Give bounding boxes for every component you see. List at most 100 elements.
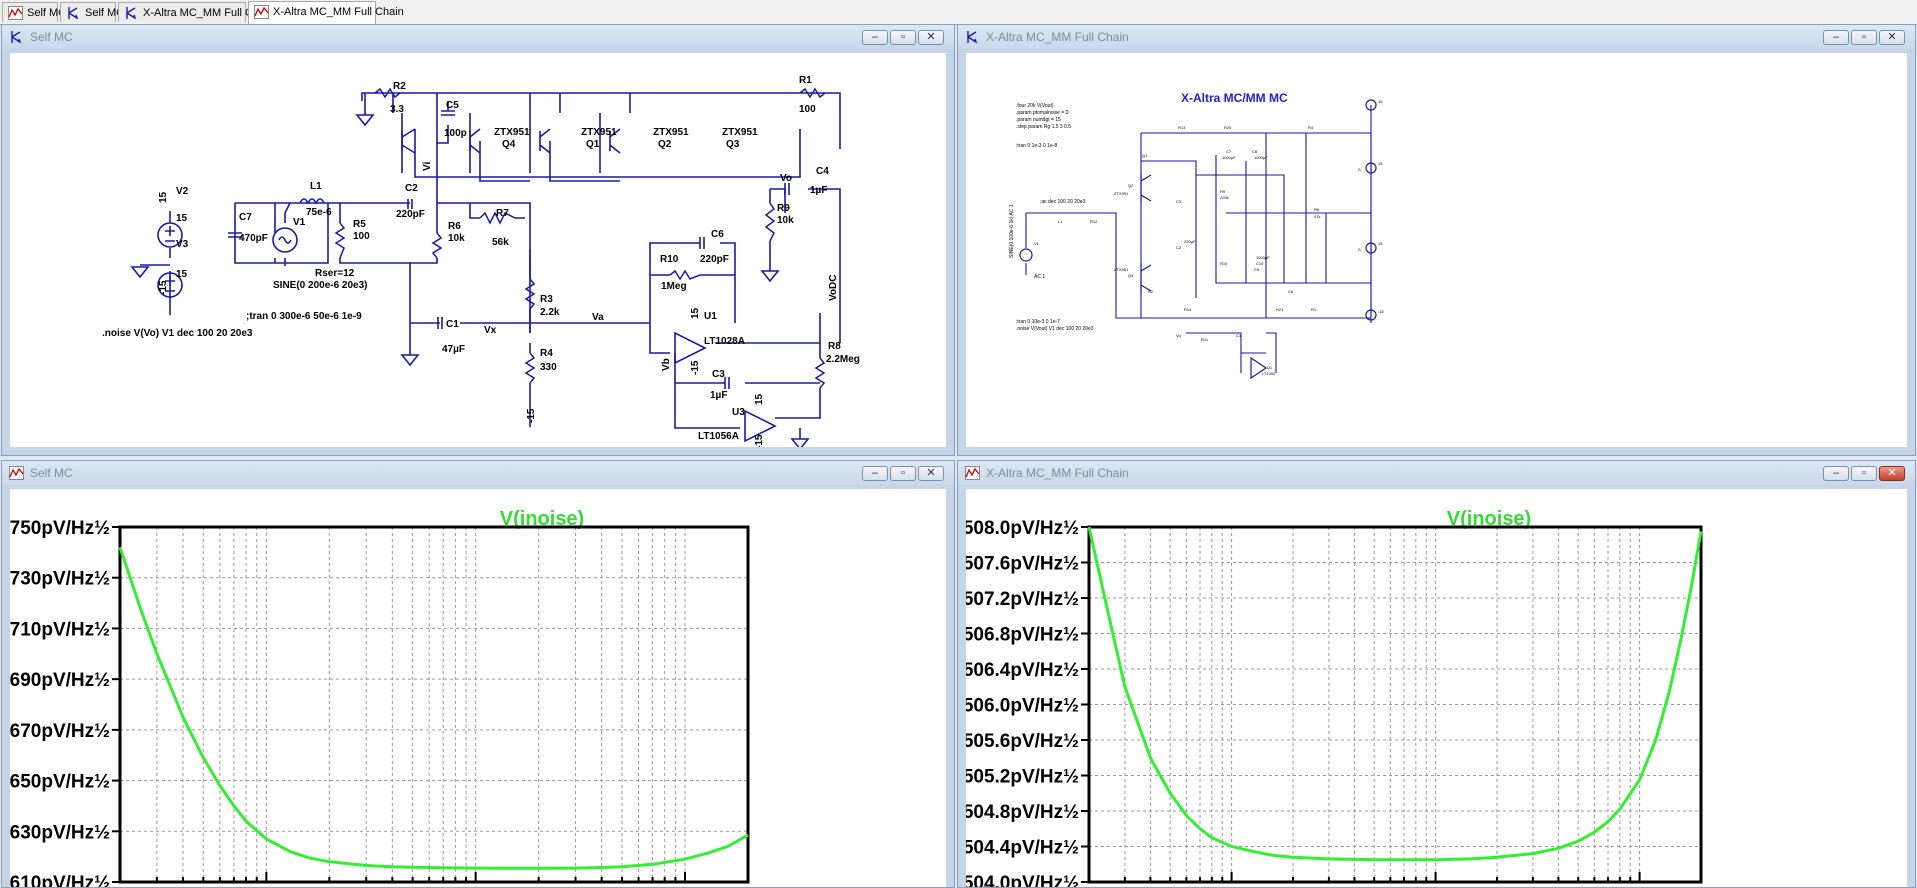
document-tab-bar: Self MC Self MC X-Altra MC_MM Full Chain… [0, 0, 1917, 25]
y-tick-label: 505.2pV/Hz½ [966, 767, 1079, 788]
window-titlebar[interactable]: Self MC – ▫ ✕ [2, 461, 954, 485]
window-titlebar[interactable]: Self MC – ▫ ✕ [2, 25, 954, 49]
schematic-title: X-Altra MC/MM MC [1181, 91, 1288, 105]
spice-directives: .four 20k V(Vout) .param ptomalnoise = 0… [1009, 103, 1094, 332]
label-r7-value: 56k [492, 237, 509, 248]
label-v3: V3 [176, 239, 189, 250]
label-minus15: -15 [526, 408, 537, 423]
part-label: -15 [1378, 309, 1385, 314]
tab-self-mc-plot[interactable]: Self MC [2, 2, 66, 22]
label-va: Va [592, 312, 604, 323]
label-vb: Vb [661, 358, 672, 371]
directive: ;ac dec 100 20 20e3 [1040, 199, 1086, 205]
y-axis-labels: 750pV/Hz½730pV/Hz½710pV/Hz½690pV/Hz½670p… [10, 518, 110, 887]
tab-self-mc-schematic[interactable]: Self MC [60, 2, 124, 22]
label-c6-value: 220pF [700, 254, 729, 265]
part-label: R13 [1178, 125, 1186, 130]
directive: .param ptomalnoise = 0 [1016, 110, 1069, 116]
schematic-icon [967, 31, 978, 44]
label-q4: Q4 [502, 139, 516, 150]
label-c2-value: 220pF [396, 209, 425, 220]
series-trace-vinoise[interactable] [118, 546, 749, 870]
label-u1-part: LT1028A [704, 336, 745, 347]
plot-grid [120, 527, 748, 882]
window-self-mc-schematic[interactable]: Self MC – ▫ ✕ [1, 24, 955, 456]
series-trace-vinoise[interactable] [1087, 526, 1703, 862]
inductor-l1 [299, 198, 325, 205]
close-button[interactable]: ✕ [1879, 30, 1905, 45]
tab-label: Self MC [85, 7, 125, 19]
part-label: R10 [1220, 261, 1228, 266]
label-c4: C4 [816, 166, 829, 177]
minimize-button[interactable]: – [1823, 466, 1849, 481]
component-labels: R2 3.3 C5 100p Vi ZTX951 Q4 ZTX951 Q1 ZT… [102, 75, 860, 447]
noise-plot[interactable]: V(inoise) 750pV/Hz½730pV/Hz½710pV/Hz½690… [10, 489, 946, 887]
label-r10-value: 1Meg [661, 281, 687, 292]
label-r4: R4 [540, 348, 553, 359]
window-titlebar[interactable]: X-Altra MC_MM Full Chain – ▫ ✕ [958, 461, 1915, 485]
label-r8: R8 [828, 341, 841, 352]
part-label: 220µF [1184, 239, 1196, 244]
close-button[interactable]: ✕ [918, 466, 944, 481]
label-v1: V1 [293, 217, 306, 228]
window-title: Self MC [30, 30, 73, 44]
directive: .step param Rg 1.5 3 0.5 [1016, 124, 1071, 130]
y-tick-label: 504.4pV/Hz½ [966, 838, 1079, 859]
plot-grid [1089, 527, 1701, 882]
window-xaltra-schematic[interactable]: X-Altra MC_MM Full Chain – ▫ ✕ X-Altra M… [957, 24, 1916, 456]
maximize-button[interactable]: ▫ [1851, 466, 1877, 481]
y-tick-label: 507.6pV/Hz½ [966, 554, 1079, 575]
minimize-button[interactable]: – [1823, 30, 1849, 45]
maximize-button[interactable]: ▫ [890, 466, 916, 481]
waveform-icon [8, 6, 23, 20]
y-tick-label: 504.0pV/Hz½ [966, 873, 1079, 887]
minimize-button[interactable]: – [862, 466, 888, 481]
wires [140, 92, 841, 429]
label-r1-value: 100 [799, 104, 816, 115]
tab-xaltra-plot[interactable]: X-Altra MC_MM Full Chain [248, 1, 404, 24]
window-xaltra-plot[interactable]: X-Altra MC_MM Full Chain – ▫ ✕ V(inoise)… [957, 460, 1916, 888]
label-r9: R9 [777, 203, 790, 214]
close-button[interactable]: ✕ [918, 30, 944, 45]
part-label: C6 [1288, 289, 1294, 294]
waveform-icon [9, 466, 24, 480]
plot-frame [1087, 525, 1703, 884]
label-v3-minus: -15 [158, 280, 169, 295]
schematic-canvas[interactable]: R2 3.3 C5 100p Vi ZTX951 Q4 ZTX951 Q1 ZT… [10, 53, 946, 447]
close-button[interactable]: ✕ [1879, 466, 1905, 481]
part-label: C1 [1236, 333, 1242, 338]
plot-ticks [112, 526, 686, 883]
source-label: SINE(0 100e-6 1k) AC 1 [1009, 204, 1015, 258]
minimize-button[interactable]: – [862, 30, 888, 45]
part-label: 220k [1220, 195, 1229, 200]
component-labels: R13 R20 R4 C7 C8 Q1 Q2 ZTX951 C3 R9 220k… [1034, 99, 1385, 376]
label-l1: L1 [310, 181, 322, 192]
label-r6-value: 10k [448, 233, 465, 244]
tab-xaltra-schematic[interactable]: X-Altra MC_MM Full Chain [118, 2, 274, 22]
noise-plot[interactable]: V(inoise) 508.0pV/Hz½507.6pV/Hz½507.2pV/… [966, 489, 1907, 887]
transistors [401, 128, 621, 154]
part-label: 1000µF [1256, 255, 1270, 260]
label-u1-plus: 15 [690, 307, 701, 319]
part-label: C9 [1254, 267, 1260, 272]
label-c2: C2 [405, 183, 418, 194]
label-r3: R3 [540, 294, 553, 305]
schematic-canvas[interactable]: X-Altra MC/MM MC .four 20k V(Vout) .para… [966, 53, 1907, 447]
y-tick-label: 505.6pV/Hz½ [966, 731, 1079, 752]
part-label: S [1358, 247, 1361, 252]
y-tick-label: 750pV/Hz½ [10, 518, 110, 539]
label-r3-value: 2.2k [540, 307, 560, 318]
maximize-button[interactable]: ▫ [890, 30, 916, 45]
window-titlebar[interactable]: X-Altra MC_MM Full Chain – ▫ ✕ [958, 25, 1915, 49]
label-r9-value: 10k [777, 215, 794, 226]
directive: .four 20k V(Vout) [1016, 103, 1054, 109]
part-label: 15 [1378, 161, 1383, 166]
label-vodc: VoDC [828, 275, 839, 301]
schematic-icon [126, 7, 137, 20]
part-label: ZTX951 [1114, 191, 1129, 196]
maximize-button[interactable]: ▫ [1851, 30, 1877, 45]
part-label: C7 [1226, 149, 1232, 154]
